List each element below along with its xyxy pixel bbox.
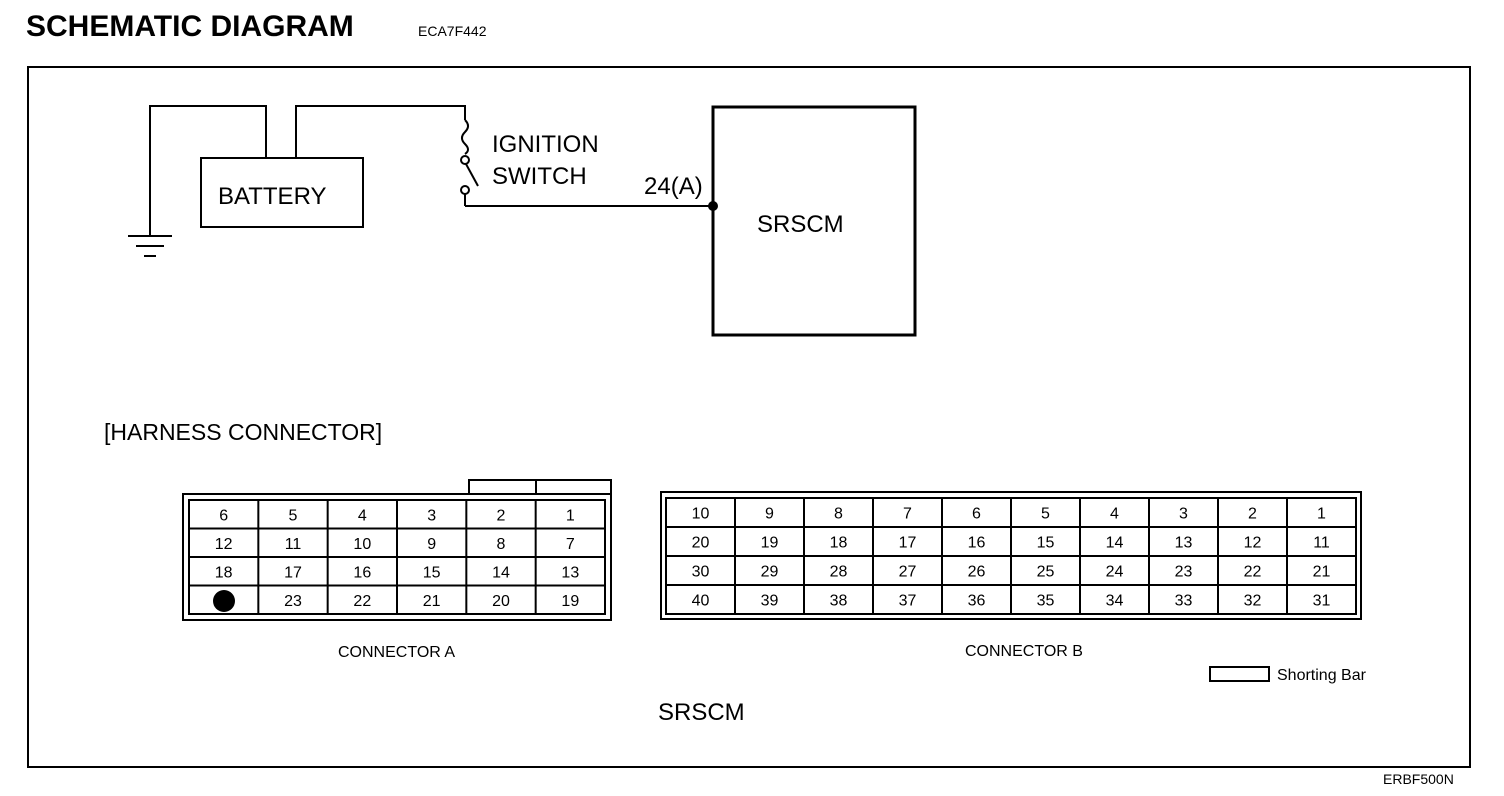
connector-a-pin-label: 18 — [215, 564, 233, 581]
connector-b-pin-label: 11 — [1313, 535, 1330, 552]
connector-b-pin-label: 12 — [1244, 535, 1262, 552]
connector-b-pin-label: 4 — [1110, 506, 1119, 523]
harness-heading: [HARNESS CONNECTOR] — [104, 419, 382, 445]
page-title: SCHEMATIC DIAGRAM — [26, 10, 354, 43]
connector-b-pin-label: 17 — [899, 535, 917, 552]
battery: BATTERY — [200, 157, 364, 228]
figure-code: ERBF500N — [1383, 771, 1454, 787]
connector-a-caption: CONNECTOR A — [338, 644, 455, 661]
battery-label: BATTERY — [218, 183, 326, 210]
connector-a-pin-label: 2 — [497, 507, 506, 524]
connector-b-pin-label: 16 — [968, 535, 986, 552]
connector-b-pin-label: 15 — [1037, 535, 1055, 552]
connector-a-pin-label: 10 — [353, 536, 371, 553]
connector-b-pin-label: 40 — [692, 593, 710, 610]
connector-b-pin-label: 29 — [761, 564, 779, 581]
srscm-module-label: SRSCM — [757, 211, 844, 238]
shorting-bar-legend-label: Shorting Bar — [1277, 667, 1367, 684]
connector-b-pin-label: 18 — [830, 535, 848, 552]
document-code: ECA7F442 — [418, 23, 487, 39]
connector-a-pin-label: 16 — [353, 564, 371, 581]
connector-b-pin-label: 24 — [1106, 564, 1124, 581]
connector-a-pin-label: 3 — [427, 507, 436, 524]
connector-a-pin-label: 22 — [353, 593, 371, 610]
connector-b-pin-label: 33 — [1175, 593, 1193, 610]
connector-b-pin-label: 28 — [830, 564, 848, 581]
connector-a-pin-label: 8 — [497, 536, 506, 553]
ignition-label-line1: IGNITION — [492, 131, 599, 158]
connector-a-pin-label: 5 — [289, 507, 298, 524]
connector-a-pin-label: 12 — [215, 536, 233, 553]
connector-b-pin-label: 19 — [761, 535, 779, 552]
connector-a-pin-label: 11 — [285, 536, 302, 553]
connector-b-pin-label: 20 — [692, 535, 710, 552]
connector-b-pin-label: 22 — [1244, 564, 1262, 581]
connector-b-pin-label: 36 — [968, 593, 986, 610]
connector-b-pin-label: 21 — [1313, 564, 1331, 581]
connector-b-pin-label: 23 — [1175, 564, 1193, 581]
ignition-label-line2: SWITCH — [492, 163, 587, 190]
connector-b-caption: CONNECTOR B — [965, 643, 1083, 660]
connector-a-pin-label: 17 — [284, 564, 302, 581]
ground-symbol — [128, 105, 267, 257]
pin-24a-label: 24(A) — [644, 173, 703, 200]
connector-b-pin-label: 5 — [1041, 506, 1050, 523]
connector-b-pin-label: 34 — [1106, 593, 1124, 610]
connector-b-pin-label: 14 — [1106, 535, 1124, 552]
connector-b-pin-label: 30 — [692, 564, 710, 581]
connector-b-pin-label: 38 — [830, 593, 848, 610]
connector-b-pin-label: 26 — [968, 564, 986, 581]
connector-a-pin-label: 13 — [561, 564, 579, 581]
connector-a-pin-label: 9 — [427, 536, 436, 553]
connector-b-pin-label: 3 — [1179, 506, 1188, 523]
shorting-bar-legend-symbol — [1209, 666, 1270, 682]
connector-b-pin-label: 10 — [692, 506, 710, 523]
connector-a-pin-label: 19 — [561, 593, 579, 610]
srscm-module: SRSCM — [711, 105, 917, 337]
battery-feed-wire — [295, 105, 466, 158]
connector-b-pin-label: 27 — [899, 564, 917, 581]
connector-b-pin-label: 1 — [1317, 506, 1326, 523]
connector-b-pin-label: 9 — [765, 506, 774, 523]
connector-b-pin-label: 2 — [1248, 506, 1257, 523]
connector-a-pin-label: 14 — [492, 564, 510, 581]
connector-a-pin-label: 21 — [423, 593, 441, 610]
connector-a-pin-label: 20 — [492, 593, 510, 610]
srscm-footer-label: SRSCM — [658, 699, 745, 726]
connector-b-pin-label: 32 — [1244, 593, 1262, 610]
diagram-frame — [27, 66, 1471, 768]
connector-b-pin-label: 37 — [899, 593, 917, 610]
connector-a-blank-pin — [213, 590, 235, 612]
connector-b-pin-label: 7 — [903, 506, 912, 523]
connector-a-pin-label: 23 — [284, 593, 302, 610]
connector-b-pin-label: 39 — [761, 593, 779, 610]
connector-a-pin-label: 15 — [423, 564, 441, 581]
connector-b-pin-label: 31 — [1313, 593, 1331, 610]
connector-b-pin-label: 35 — [1037, 593, 1055, 610]
ignition-switch: IGNITION SWITCH — [460, 119, 599, 206]
connector-a-pin-label: 7 — [566, 536, 575, 553]
connector-b-pin-label: 25 — [1037, 564, 1055, 581]
connector-b-pin-label: 6 — [972, 506, 981, 523]
connector-a-pin-label: 6 — [219, 507, 228, 524]
connector-b-pin-label: 8 — [834, 506, 843, 523]
connector-b-pin-label: 13 — [1175, 535, 1193, 552]
connector-a-pin-label: 4 — [358, 507, 367, 524]
connector-a-pin-label: 1 — [566, 507, 575, 524]
